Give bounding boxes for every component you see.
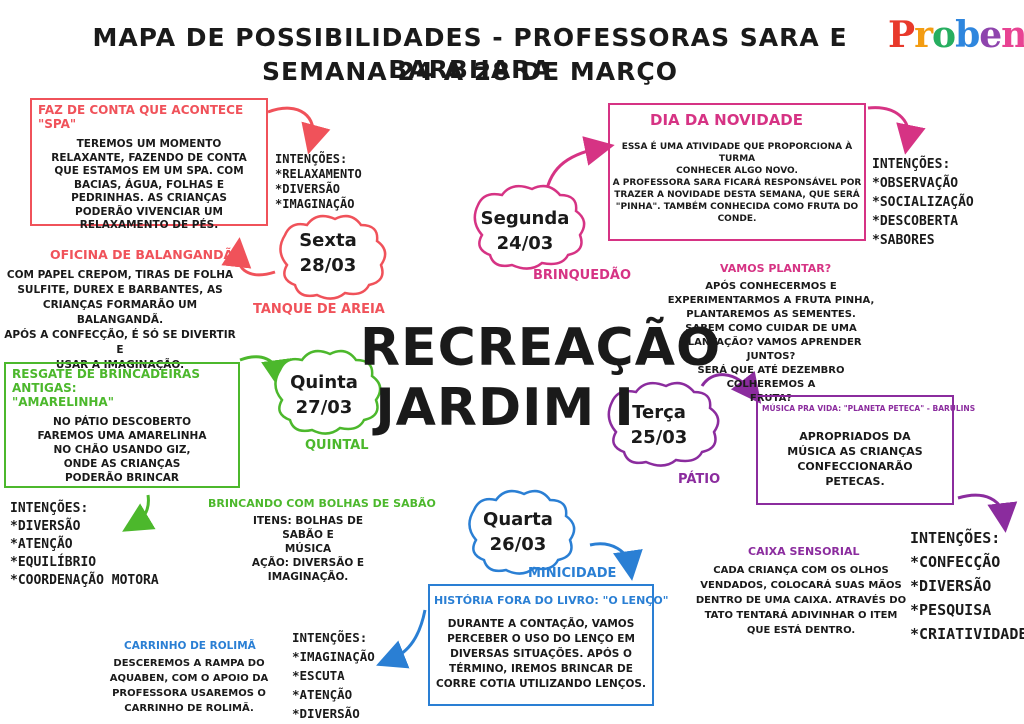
sensorial-title: CAIXA SENSORIAL — [748, 545, 860, 558]
balanganda-title: OFICINA DE BALANGANDÃ — [50, 247, 234, 262]
header-title-line2: SEMANA 24 A 28 DE MARÇO — [262, 57, 678, 86]
plantar-title: VAMOS PLANTAR? — [720, 262, 832, 275]
spa-title: FAZ DE CONTA QUE ACONTECE "SPA" — [38, 103, 244, 131]
amarelinha-box: RESGATE DE BRINCADEIRAS ANTIGAS: "AMAREL… — [4, 362, 240, 488]
novidade-box: DIA DA NOVIDADE ESSA É UMA ATIVIDADE QUE… — [608, 103, 866, 241]
spa-box: FAZ DE CONTA QUE ACONTECE "SPA" TEREMOS … — [30, 98, 268, 231]
lenco-title: HISTÓRIA FORA DO LIVRO: "O LENÇO" — [434, 594, 669, 607]
header-title-line1: MAPA DE POSSIBILIDADES - PROFESSORAS SAR… — [92, 23, 848, 84]
novidade-text: ESSA É UMA ATIVIDADE QUE PROPORCIONA À T… — [612, 142, 862, 224]
place-sexta: TANQUE DE AREIA — [253, 302, 385, 317]
rolima-title: CARRINHO DE ROLIMÃ — [124, 640, 256, 652]
lenco-box: HISTÓRIA FORA DO LIVRO: "O LENÇO" DURANT… — [428, 584, 669, 706]
amarelinha-intentions: INTENÇÕES:*DIVERSÃO*ATENÇÃO*EQUILÍBRIO*C… — [10, 501, 159, 588]
arrow-sexta-icon — [221, 237, 276, 277]
bolhas-title: BRINCANDO COM BOLHAS DE SABÃO — [208, 497, 436, 510]
novidade-title: DIA DA NOVIDADE — [650, 111, 803, 129]
cloud-quinta-icon — [274, 349, 382, 435]
cloud-terca-icon — [607, 381, 720, 467]
arrow-musica-icon — [957, 493, 1018, 533]
spa-intentions: INTENÇÕES:*RELAXAMENTO*DIVERSÃO*IMAGINAÇ… — [275, 152, 362, 211]
arrow-lenco-icon — [376, 609, 427, 669]
arrow-spa-icon — [267, 106, 331, 155]
place-segunda: BRINQUEDÃO — [533, 268, 632, 283]
musica-title: MÚSICA PRA VIDA: "PLANETA PETECA" - BARU… — [762, 404, 976, 413]
lenco-intentions: INTENÇÕES:*IMAGINAÇÃO*ESCUTA*ATENÇÃO*DIV… — [292, 630, 375, 721]
musica-box: MÚSICA PRA VIDA: "PLANETA PETECA" - BARU… — [756, 395, 976, 505]
arrow-intencoes-green-icon — [122, 494, 156, 532]
cloud-quarta-icon — [468, 489, 576, 575]
arrow-terca-icon — [700, 370, 762, 404]
proben-logo: Proben — [888, 14, 1024, 56]
arrow-quarta-icon — [589, 542, 643, 581]
arrow-novidade-icon — [867, 106, 926, 155]
cloud-segunda-icon — [473, 184, 586, 270]
place-terca: PÁTIO — [678, 472, 721, 487]
novidade-intentions: INTENÇÕES:*OBSERVAÇÃO*SOCIALIZAÇÃO*DESCO… — [872, 157, 974, 248]
place-quarta: MINICIDADE — [528, 566, 617, 581]
musica-intentions: INTENÇÕES:*CONFECÇÃO*DIVERSÃO*PESQUISA*C… — [910, 529, 1024, 643]
place-quinta: QUINTAL — [305, 438, 369, 453]
arrow-amarelinha-icon — [239, 355, 291, 390]
cloud-sexta-icon — [279, 214, 387, 300]
